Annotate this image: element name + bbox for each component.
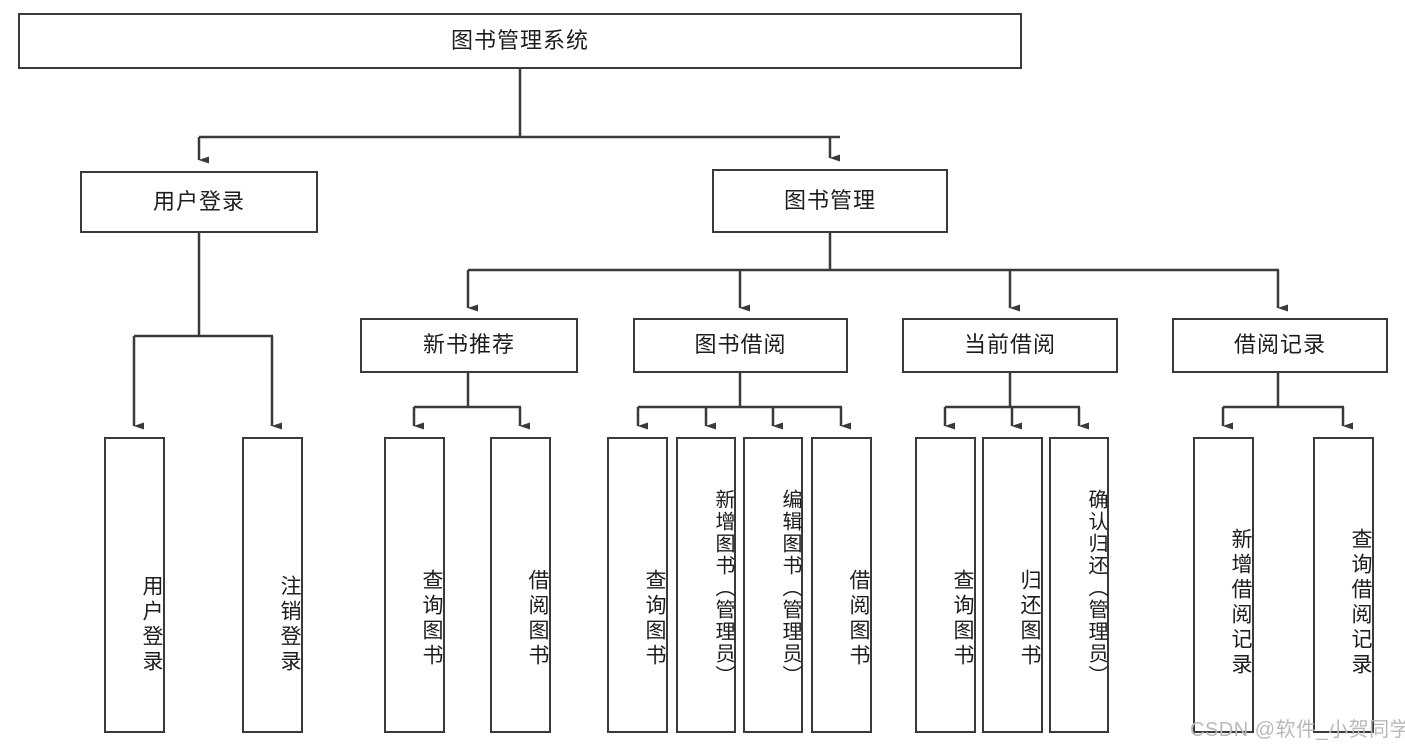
node-current-borrow[interactable]: 当前借阅 (902, 318, 1118, 373)
leaf-user-login-signin[interactable]: 用户登录 (104, 437, 165, 733)
node-new-book-recommend[interactable]: 新书推荐 (360, 318, 578, 373)
leaf-borrow-record-query[interactable]: 查询借阅记录 (1313, 437, 1374, 733)
leaf-book-borrow-edit[interactable]: 编辑图书（管理员） (743, 437, 803, 733)
leaf-book-borrow-query[interactable]: 查询图书 (607, 437, 668, 733)
leaf-current-borrow-query[interactable]: 查询图书 (915, 437, 976, 733)
node-book-management[interactable]: 图书管理 (712, 169, 948, 233)
leaf-new-book-query[interactable]: 查询图书 (384, 437, 445, 733)
leaf-new-book-borrow[interactable]: 借阅图书 (490, 437, 551, 733)
csdn-watermark: CSDN @软件_小贺同学 (1190, 719, 1405, 741)
leaf-user-login-signout[interactable]: 注销登录 (242, 437, 303, 733)
leaf-book-borrow-add[interactable]: 新增图书（管理员） (676, 437, 736, 733)
node-user-login[interactable]: 用户登录 (80, 171, 318, 233)
leaf-current-borrow-return[interactable]: 归还图书 (982, 437, 1043, 733)
node-book-borrow[interactable]: 图书借阅 (633, 318, 848, 373)
node-borrow-record[interactable]: 借阅记录 (1172, 318, 1388, 373)
leaf-borrow-record-add[interactable]: 新增借阅记录 (1193, 437, 1254, 733)
node-root-system[interactable]: 图书管理系统 (18, 13, 1022, 69)
leaf-book-borrow-lend[interactable]: 借阅图书 (811, 437, 872, 733)
leaf-current-borrow-confirm-return[interactable]: 确认归还（管理员） (1049, 437, 1109, 733)
